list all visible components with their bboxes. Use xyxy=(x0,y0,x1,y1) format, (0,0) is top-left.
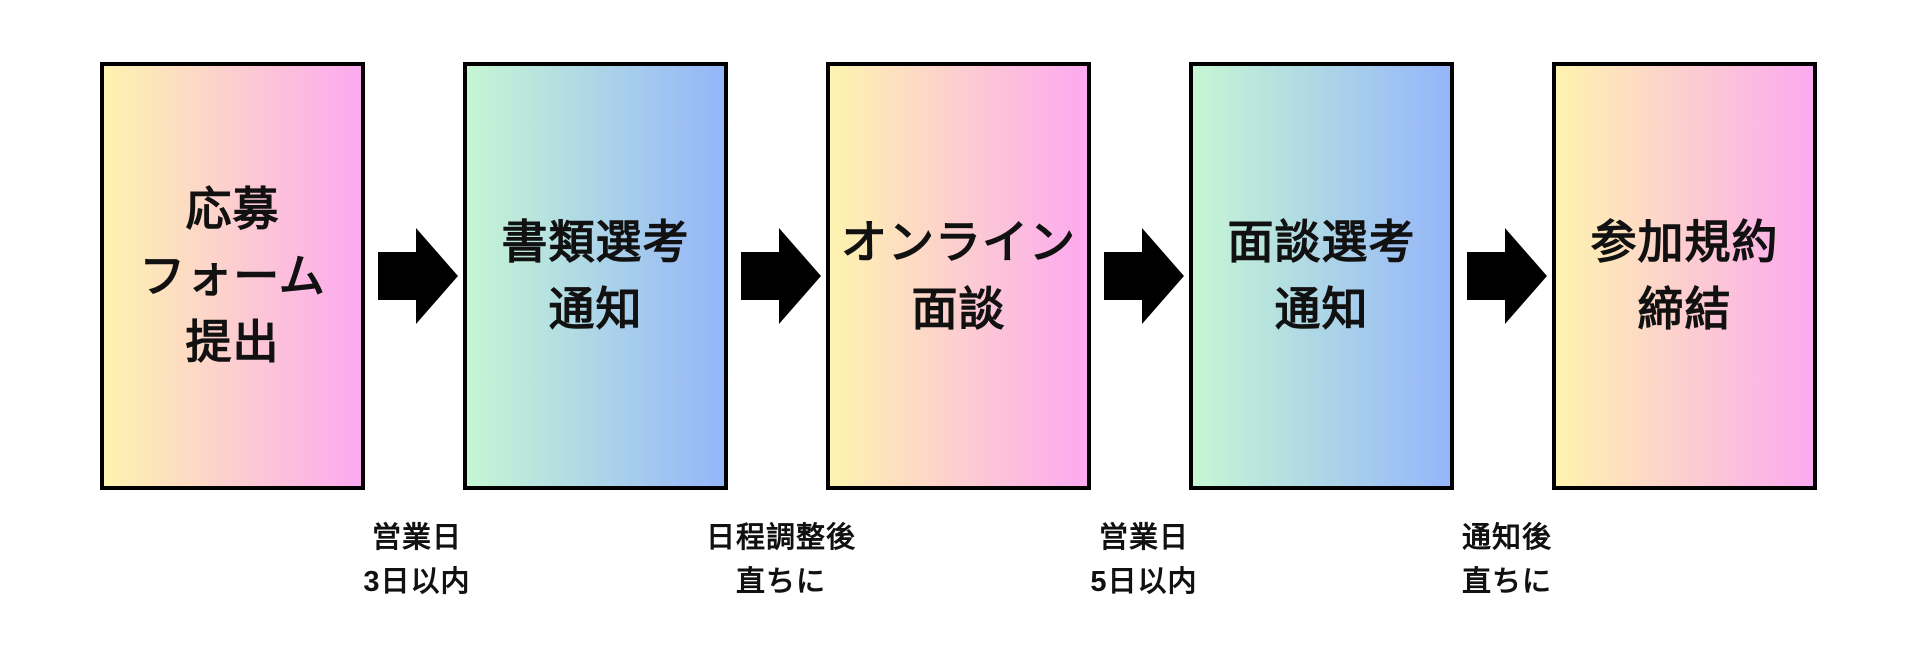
flow-step-application-form-submit: 応募 フォーム 提出 xyxy=(100,62,365,490)
step-title: 応募 フォーム 提出 xyxy=(139,182,326,369)
arrow-duration-label: 通知後 直ちに xyxy=(1461,522,1553,598)
arrow-right-icon xyxy=(1104,228,1184,324)
arrow-duration-label: 営業日 5日以内 xyxy=(1090,522,1198,598)
flow-step-document-screening-notice: 書類選考 通知 xyxy=(463,62,728,490)
flow-step-agreement-signing: 参加規約 締結 xyxy=(1552,62,1817,490)
step-title: 書類選考 通知 xyxy=(501,216,690,335)
arrow-right-icon xyxy=(741,228,821,324)
step-title: 面談選考 通知 xyxy=(1227,216,1416,335)
flow-step-interview-screening-notice: 面談選考 通知 xyxy=(1189,62,1454,490)
step-title: オンライン 面談 xyxy=(841,216,1076,335)
arrow-right-icon xyxy=(378,228,458,324)
arrow-duration-label: 営業日 3日以内 xyxy=(363,522,471,598)
arrow-right-icon xyxy=(1467,228,1547,324)
step-title: 参加規約 締結 xyxy=(1590,216,1779,335)
flow-step-online-interview: オンライン 面談 xyxy=(826,62,1091,490)
arrow-duration-label: 日程調整後 直ちに xyxy=(705,522,857,598)
